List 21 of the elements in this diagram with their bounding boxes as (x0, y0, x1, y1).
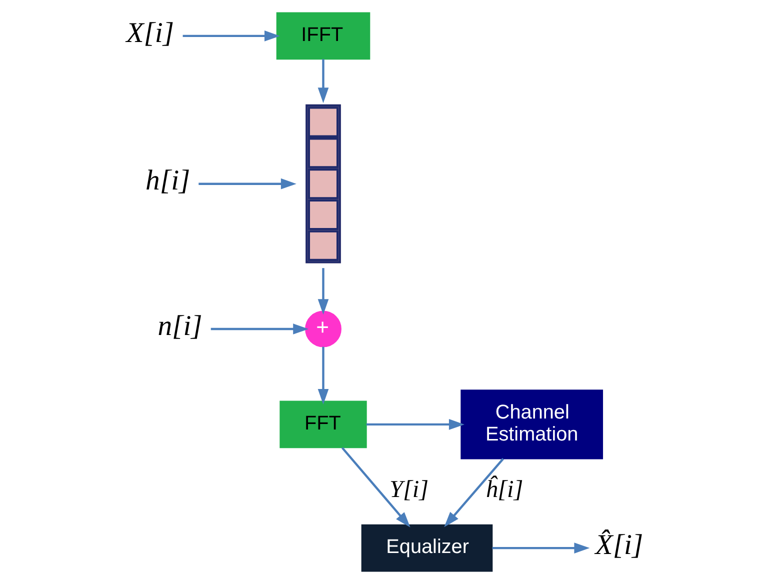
node-box: Equalizer (361, 524, 493, 572)
node-box: Channel Estimation (460, 390, 604, 460)
node-circle: + (305, 310, 342, 348)
arrow (198, 178, 296, 190)
arrow (210, 324, 309, 334)
node-text: X̂[i] (595, 528, 644, 561)
arrow (318, 268, 329, 315)
arrow (182, 30, 280, 42)
node-text: n[i] (158, 310, 202, 342)
arrow (318, 346, 329, 405)
node-box: FFT (280, 400, 367, 448)
arrow (366, 419, 464, 430)
node-text: X[i] (126, 16, 174, 49)
arrow (318, 59, 329, 104)
arrow (492, 542, 590, 554)
node-box: IFFT (276, 12, 370, 60)
edge-label: ĥ[i] (485, 476, 524, 503)
arrow (444, 458, 504, 528)
arrow (341, 447, 410, 528)
edge-label: Y[i] (389, 476, 429, 503)
node-text: h[i] (146, 164, 190, 197)
